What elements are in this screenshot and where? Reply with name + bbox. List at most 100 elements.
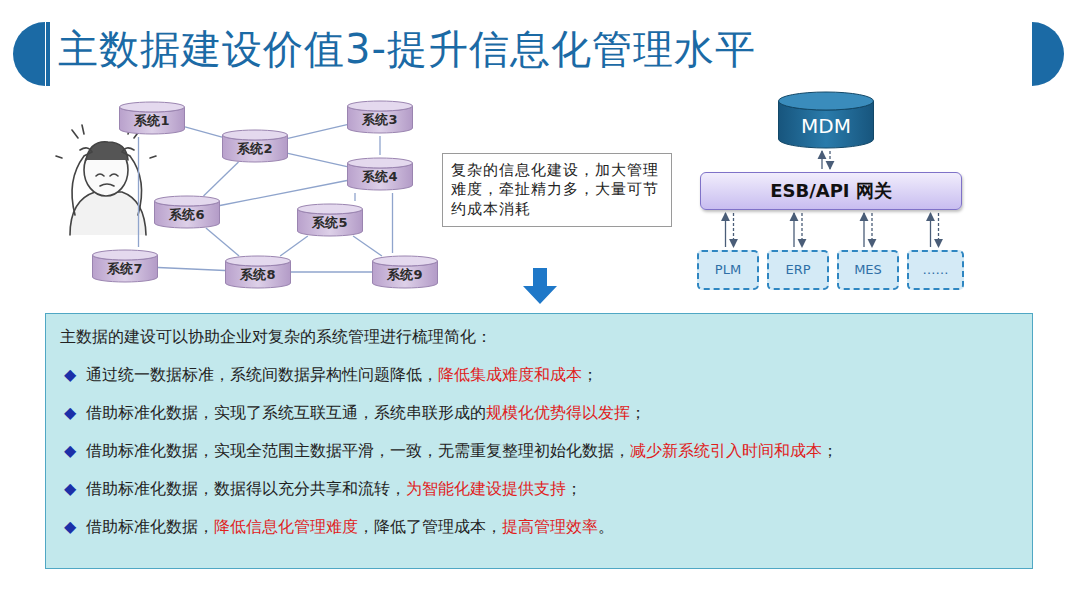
body-text: ； bbox=[582, 365, 598, 384]
system-box: MES bbox=[837, 250, 899, 290]
system-cylinder: 系统9 bbox=[372, 256, 438, 288]
arrow-line bbox=[938, 213, 939, 247]
bullet: ◆ bbox=[64, 517, 76, 536]
bullet: ◆ bbox=[64, 441, 76, 460]
network-link bbox=[355, 193, 356, 201]
body-text: 借助标准化数据， bbox=[86, 517, 214, 536]
system-cylinder: 系统7 bbox=[92, 250, 158, 282]
arrow-line bbox=[801, 213, 802, 247]
system-cylinder: 系统5 bbox=[297, 204, 363, 236]
node-label: 系统4 bbox=[362, 170, 397, 184]
system-box: …… bbox=[907, 250, 964, 290]
link-line bbox=[353, 236, 382, 256]
callout-box: 复杂的信息化建设，加大管理难度，牵扯精力多，大量可节约成本消耗 bbox=[442, 153, 672, 227]
down-arrow bbox=[523, 268, 557, 304]
link-line bbox=[379, 136, 380, 155]
node-label: 复杂的信息化建设，加大管理难度，牵扯精力多，大量可节约成本消耗 bbox=[451, 161, 663, 220]
link-line bbox=[138, 137, 139, 247]
title-bracket bbox=[13, 22, 45, 86]
network-link bbox=[288, 153, 347, 166]
network-link bbox=[158, 267, 225, 270]
link-line bbox=[158, 267, 225, 270]
node-label: ERP bbox=[785, 263, 810, 277]
link-line bbox=[288, 153, 347, 166]
node-label: 系统1 bbox=[134, 114, 169, 128]
node-label: 系统5 bbox=[312, 216, 347, 230]
network-link bbox=[380, 136, 381, 155]
link-line bbox=[185, 127, 222, 137]
body-text: 借助标准化数据，实现了系统互联互通，系统串联形成的 bbox=[86, 403, 486, 422]
system-cylinder: 系统3 bbox=[347, 101, 413, 133]
title: 主数据建设价值3-提升信息化管理水平 bbox=[58, 22, 756, 77]
data-exchange-arrow bbox=[931, 213, 939, 247]
text-line: ◆ 通过统一数据标准，系统间数据异构性问题降低，降低集成难度和成本； bbox=[60, 364, 1018, 386]
body-text: 借助标准化数据，数据得以充分共享和流转， bbox=[86, 479, 406, 498]
arrow-line bbox=[871, 213, 872, 247]
network-link bbox=[203, 162, 238, 196]
network-link bbox=[138, 137, 139, 247]
network-link bbox=[206, 228, 239, 256]
arrow-line bbox=[725, 213, 726, 247]
text-line: ◆ 借助标准化数据，实现全范围主数据平滑，一致，无需重复整理初始化数据，减少新系统… bbox=[60, 440, 1018, 462]
link-line bbox=[288, 125, 347, 139]
highlight-text: 规模化优势得以发挥 bbox=[486, 403, 630, 422]
bullet: ◆ bbox=[64, 365, 76, 384]
database-cylinder: MDM bbox=[778, 92, 874, 148]
summary-panel: 主数据的建设可以协助企业对复杂的系统管理进行梳理简化： ◆ 通过统一数据标准，系统间… bbox=[45, 313, 1033, 569]
node-label: 系统7 bbox=[107, 262, 142, 276]
link-line bbox=[280, 236, 308, 256]
arrow-line bbox=[733, 213, 734, 247]
link-line bbox=[203, 162, 238, 196]
system-box: PLM bbox=[697, 250, 759, 290]
link-line bbox=[354, 193, 355, 201]
node-label: ESB/API 网关 bbox=[770, 181, 892, 201]
highlight-text: 提高管理效率 bbox=[502, 517, 598, 536]
system-cylinder: 系统1 bbox=[119, 102, 185, 134]
node-label: …… bbox=[923, 263, 949, 277]
body-text: 通过统一数据标准，系统间数据异构性问题降低， bbox=[86, 365, 438, 384]
network-link bbox=[288, 125, 347, 139]
system-box: ERP bbox=[767, 250, 829, 290]
data-exchange-arrow bbox=[822, 151, 830, 169]
link-line bbox=[206, 228, 239, 256]
link-line bbox=[220, 180, 347, 205]
node-label: 系统3 bbox=[362, 113, 397, 127]
highlight-text: 降低信息化管理难度 bbox=[214, 517, 358, 536]
system-cylinder: 系统8 bbox=[225, 256, 291, 288]
link-line bbox=[392, 193, 393, 253]
node-label: MES bbox=[854, 263, 882, 277]
bullet: ◆ bbox=[64, 403, 76, 422]
body-text: 借助标准化数据，实现全范围主数据平滑，一致，无需重复整理初始化数据， bbox=[86, 441, 630, 460]
body-text: ； bbox=[630, 403, 646, 422]
node-label: 系统2 bbox=[237, 142, 272, 156]
text-line: ◆借助标准化数据，数据得以充分共享和流转，为智能化建设提供支持； bbox=[60, 478, 1018, 500]
text-line: 主数据的建设可以协助企业对复杂的系统管理进行梳理简化： bbox=[60, 326, 1018, 348]
text-line: ◆ 借助标准化数据，实现了系统互联互通，系统串联形成的规模化优势得以发挥； bbox=[60, 402, 1018, 424]
data-exchange-arrow bbox=[726, 213, 734, 247]
node-label: MDM bbox=[801, 115, 851, 137]
node-label: 系统8 bbox=[240, 268, 275, 282]
title-bar bbox=[46, 22, 50, 86]
body-text: ； bbox=[822, 441, 838, 460]
link-line bbox=[291, 271, 372, 272]
gateway-band: ESB/API 网关 bbox=[700, 172, 962, 210]
highlight-text: 降低集成难度和成本 bbox=[438, 365, 582, 384]
system-cylinder: 系统6 bbox=[154, 196, 220, 228]
arrow-line bbox=[863, 213, 864, 247]
body-text: ； bbox=[566, 479, 582, 498]
body-text: 主数据的建设可以协助企业对复杂的系统管理进行梳理简化： bbox=[60, 327, 492, 346]
node-label: 系统6 bbox=[169, 208, 204, 222]
arrow-line bbox=[821, 151, 822, 169]
highlight-text: 减少新系统引入时间和成本 bbox=[630, 441, 822, 460]
arrow-line bbox=[930, 213, 931, 247]
arrow-line bbox=[793, 213, 794, 247]
network-link bbox=[280, 236, 308, 256]
title-bracket bbox=[1032, 22, 1064, 86]
body-text: 。 bbox=[598, 517, 614, 536]
highlight-text: 为智能化建设提供支持 bbox=[406, 479, 566, 498]
network-link bbox=[392, 193, 393, 253]
text-line: ◆借助标准化数据，降低信息化管理难度，降低了管理成本，提高管理效率。 bbox=[60, 516, 1018, 538]
node-label: 系统9 bbox=[387, 268, 422, 282]
system-cylinder: 系统4 bbox=[347, 158, 413, 190]
network-link bbox=[291, 272, 372, 273]
